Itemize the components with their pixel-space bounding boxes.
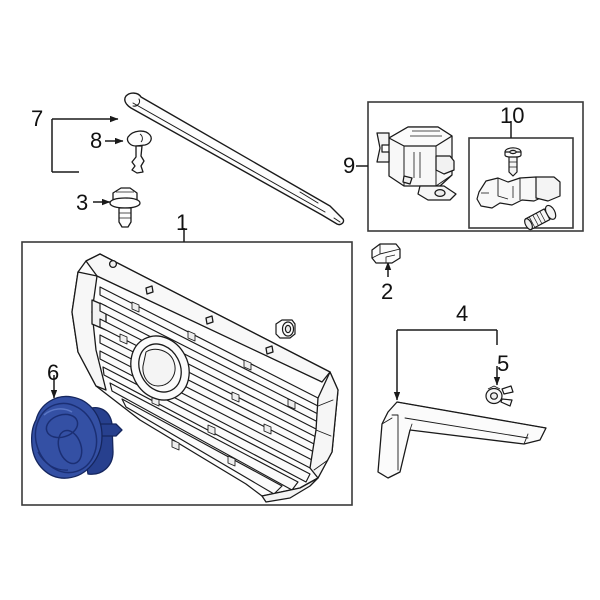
radar-bracket-box: [468, 137, 574, 229]
callout-5[interactable]: 5: [497, 351, 510, 376]
callout-10[interactable]: 10: [500, 103, 525, 128]
callout-8[interactable]: 8: [90, 128, 103, 153]
part-hex-flange-bolt: [109, 187, 141, 228]
grille-assembly-box: [21, 241, 353, 506]
part-push-pin-clip: [126, 130, 152, 174]
part-radar-sensor-bracket-kit: [476, 147, 561, 231]
callout-7[interactable]: 7: [31, 106, 44, 131]
callout-4[interactable]: 4: [456, 301, 469, 326]
callout-3[interactable]: 3: [76, 190, 89, 215]
callout-9[interactable]: 9: [343, 153, 356, 178]
part-cruise-control-radar-sensor: [376, 126, 457, 201]
callout-1[interactable]: 1: [176, 210, 189, 235]
part-grille-side-molding: [377, 401, 547, 479]
callout-2[interactable]: 2: [381, 279, 394, 304]
callout-boxes: [21, 101, 584, 506]
callout-leaders: [50, 115, 512, 401]
part-molding-retainer-clip: [485, 385, 514, 407]
part-grille-grommet: [275, 319, 296, 339]
callout-6[interactable]: 6: [47, 360, 60, 385]
part-hood-to-grille-seal: [124, 92, 345, 226]
part-radiator-grille-assembly: [71, 253, 339, 503]
part-grille-clip-retainer: [371, 243, 401, 264]
part-grille-emblem-toyota: [30, 395, 123, 479]
